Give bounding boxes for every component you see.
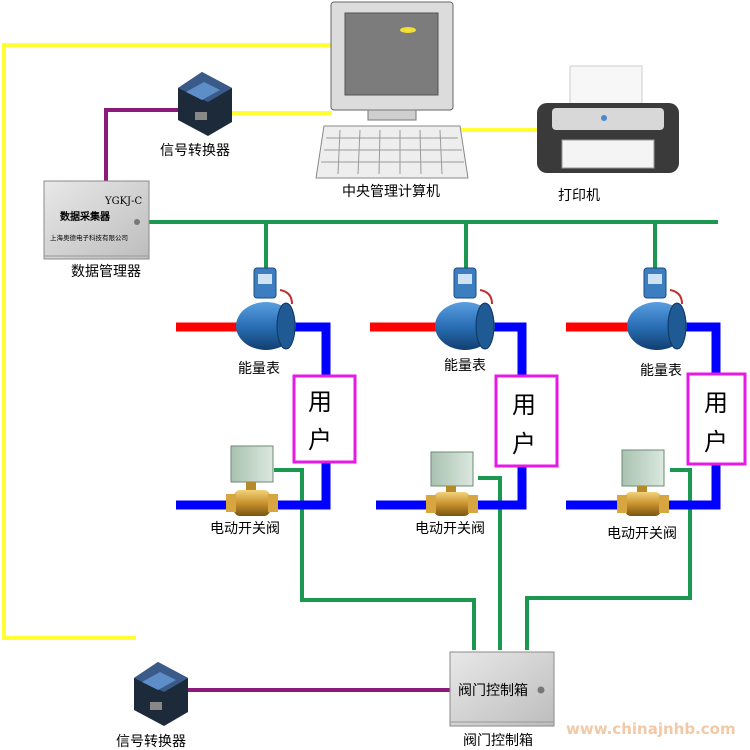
user-box-2 [494,374,559,468]
user-box-1-char-1: 用 [308,388,332,416]
computer-icon [315,1,469,179]
collector-company: 上海奥德电子科技有限公司 [50,233,128,242]
electric-valve-2-icon [426,451,478,516]
signal-converter-bottom-icon [134,662,188,726]
meter-2-label: 能量表 [444,358,486,374]
meter-3-label: 能量表 [640,363,682,379]
energy-meter-2-icon [435,267,495,350]
purple-converter-lines [104,108,450,692]
printer-label: 打印机 [558,187,600,204]
valve-1-label: 电动开关阀 [210,521,280,537]
yellow-signal-lines [2,43,540,640]
user-box-3 [686,372,747,466]
data-manager-label: 数据管理器 [71,264,141,280]
computer-label: 中央管理计算机 [342,184,440,200]
printer-icon [537,65,679,173]
energy-meter-3-icon [627,267,687,350]
user-box-2-char-1: 用 [512,391,536,419]
collector-title: 数据采集器 [60,210,111,223]
signal-converter-top-label: 信号转换器 [160,142,230,159]
data-collector-icon [43,180,150,260]
user-box-1 [292,374,357,464]
watermark-text: www.chinajnhb.com [566,720,736,738]
electric-valve-3-icon [617,449,669,516]
collector-model: YGKJ-C [104,196,142,207]
valve-2-label: 电动开关阀 [415,521,485,537]
user-box-3-char-2: 户 [704,428,728,456]
valve-3-label: 电动开关阀 [607,526,677,542]
valve-box-front-label: 阀门控制箱 [458,683,528,699]
green-bus-lines [148,220,718,650]
electric-valve-1-icon [226,445,278,516]
energy-meter-1-icon [236,267,296,350]
signal-converter-top-icon [178,72,232,136]
user-box-1-char-2: 户 [308,426,332,454]
signal-converter-bottom-label: 信号转换器 [116,733,186,750]
valve-control-box-icon [449,651,555,727]
user-box-2-char-2: 户 [512,430,536,458]
valve-box-caption: 阀门控制箱 [463,733,533,749]
user-box-3-char-1: 用 [704,389,728,417]
meter-1-label: 能量表 [238,361,280,377]
